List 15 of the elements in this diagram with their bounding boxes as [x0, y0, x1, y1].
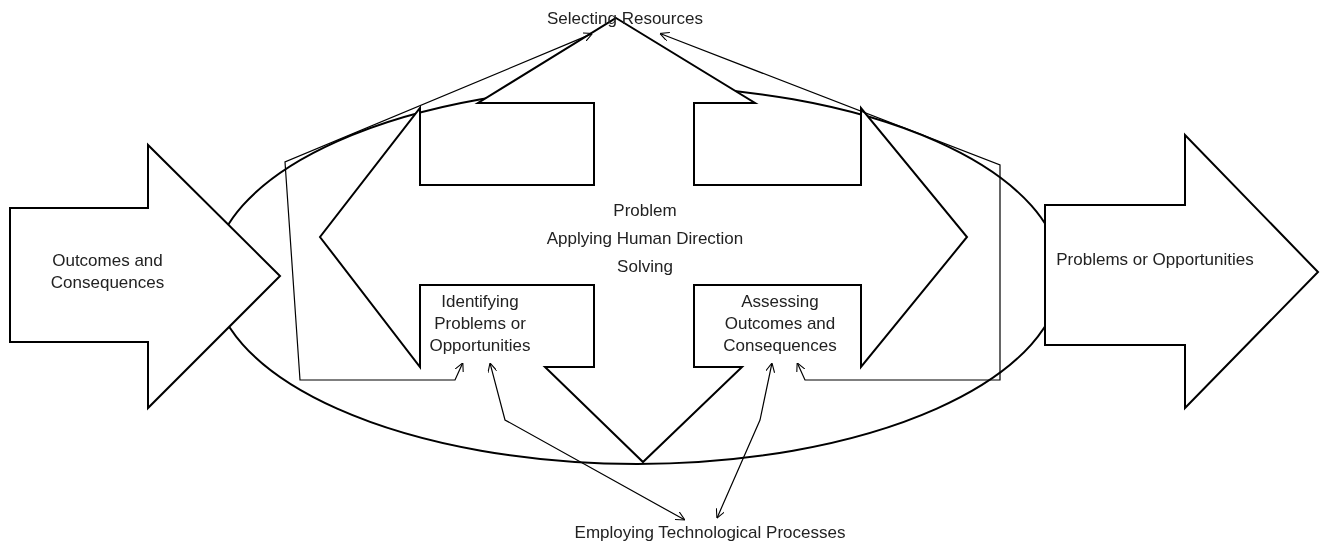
- double-arrow: [659, 32, 1001, 381]
- arrow-label: Solving: [616, 256, 674, 278]
- text-label: Assessing Outcomes and Consequences: [715, 291, 845, 359]
- text-label: Employing Technological Processes: [540, 522, 880, 546]
- arrow-label: Problem: [612, 200, 678, 222]
- text-label: Identifying Problems or Opportunities: [415, 291, 545, 359]
- arrow-label: Problems or Opportunities: [1055, 249, 1255, 271]
- block-arrow: [10, 145, 280, 408]
- double-arrow: [715, 362, 776, 519]
- block-arrow: [1045, 135, 1318, 408]
- double-arrow: [487, 362, 686, 521]
- double-arrow: [284, 32, 593, 381]
- arrow-label: Outcomes and Consequences: [49, 250, 166, 294]
- arrow-label: Applying Human Direction: [545, 228, 745, 250]
- text-label: Selecting Resources: [535, 8, 715, 32]
